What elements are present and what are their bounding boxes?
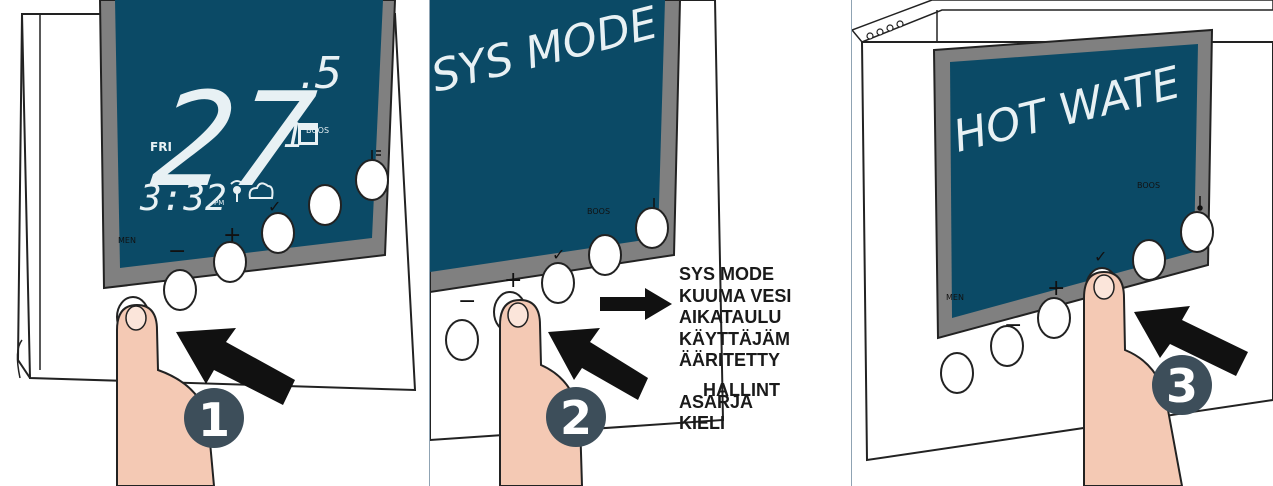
minus-button[interactable] bbox=[446, 320, 478, 360]
menu-option-language: KIELI bbox=[679, 413, 791, 435]
menu-option-settings-2: ASARJA bbox=[679, 392, 753, 414]
menu-label: MEN bbox=[118, 236, 136, 245]
minus-button[interactable] bbox=[991, 326, 1023, 366]
plus-button[interactable] bbox=[214, 242, 246, 282]
pm-label: PM bbox=[214, 199, 224, 207]
menu-button[interactable] bbox=[941, 353, 973, 393]
step-3-panel: HOT WATE BOOS MEN − + ✓ 3 bbox=[852, 0, 1273, 486]
check-label: ✓ bbox=[1094, 247, 1107, 266]
boost-button[interactable] bbox=[589, 235, 621, 275]
menu-option-sys-mode: SYS MODE bbox=[679, 264, 791, 286]
boost-button[interactable] bbox=[309, 185, 341, 225]
plus-button[interactable] bbox=[1038, 298, 1070, 338]
menu-option-schedule: AIKATAULU bbox=[679, 307, 791, 329]
check-button[interactable] bbox=[262, 213, 294, 253]
step-number: 3 bbox=[1166, 359, 1198, 413]
boost-label: BOOS bbox=[587, 207, 610, 216]
check-label: ✓ bbox=[552, 245, 565, 264]
minus-button[interactable] bbox=[164, 270, 196, 310]
menu-option-hot-water: KUUMA VESI bbox=[679, 286, 791, 308]
boost-label: BOOS bbox=[1137, 181, 1160, 190]
boost-label: BOOS bbox=[306, 126, 329, 135]
temperature-decimal: .5 bbox=[300, 48, 342, 99]
menu-options-list: SYS MODE KUUMA VESI AIKATAULU KÄYTTÄJÄM … bbox=[679, 264, 791, 434]
day-label: FRI bbox=[150, 140, 172, 154]
menu-label: MEN bbox=[946, 293, 964, 302]
hot-water-boost-button[interactable] bbox=[356, 160, 388, 200]
menu-option-user-defined-1: KÄYTTÄJÄM bbox=[679, 329, 791, 351]
hot-water-boost-button[interactable] bbox=[636, 208, 668, 248]
step-number: 1 bbox=[198, 393, 230, 447]
boost-button[interactable] bbox=[1133, 240, 1165, 280]
hot-water-boost-button[interactable] bbox=[1181, 212, 1213, 252]
step-1-panel: 27 .5 FRI 3:32 PM 1 BOOS MEN − + ✓ 1 bbox=[0, 0, 428, 486]
check-button[interactable] bbox=[542, 263, 574, 303]
minus-label: − bbox=[168, 239, 186, 264]
minus-label: − bbox=[458, 289, 476, 314]
step-number: 2 bbox=[560, 391, 592, 445]
menu-option-user-defined-2: ÄÄRITETTY bbox=[679, 350, 791, 372]
plus-label: + bbox=[504, 268, 522, 293]
